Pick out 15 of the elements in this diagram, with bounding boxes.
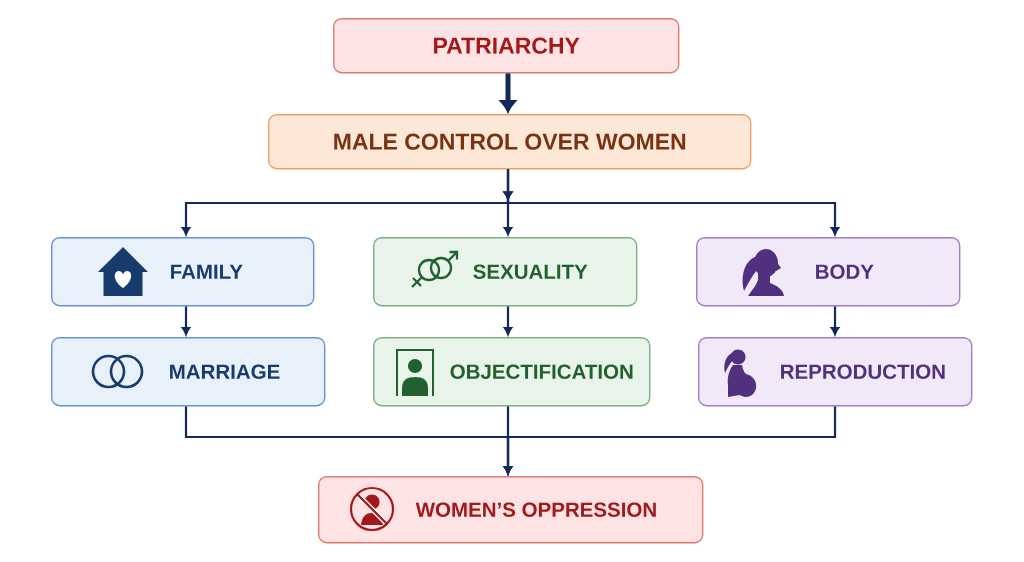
arrow: [503, 406, 837, 475]
concept-box: FAMILY: [51, 237, 315, 307]
concept-box: REPRODUCTION: [698, 337, 973, 407]
arrow: [503, 169, 840, 236]
concept-box: PATRIARCHY: [333, 18, 680, 74]
arrow: [181, 306, 191, 336]
concept-box: OBJECTIFICATION: [373, 337, 651, 407]
concept-box: WOMEN’S OPPRESSION: [318, 476, 704, 544]
arrow: [500, 73, 516, 113]
arrow: [830, 306, 840, 336]
concept-box: BODY: [696, 237, 961, 307]
arrow: [503, 306, 513, 336]
concept-box: MARRIAGE: [51, 337, 326, 407]
concept-box: SEXUALITY: [373, 237, 638, 307]
concept-box: MALE CONTROL OVER WOMEN: [268, 114, 752, 170]
